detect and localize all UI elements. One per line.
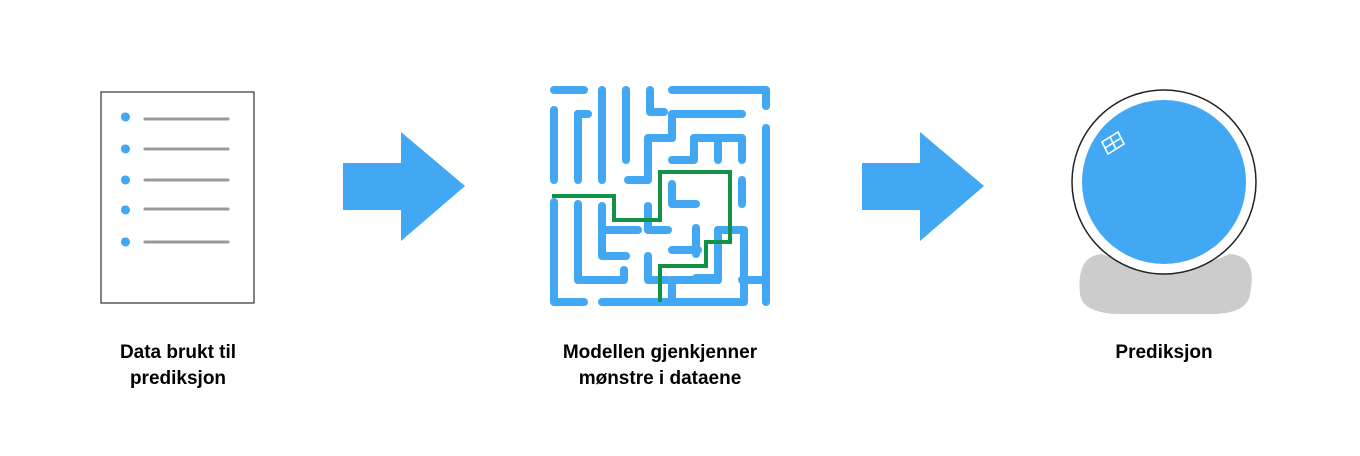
step-data [100, 91, 256, 305]
caption-line: prediksjon [129, 368, 227, 389]
document-list-icon [100, 91, 255, 304]
caption-data: Data brukt til prediksjon [98, 340, 258, 392]
caption-line: Modellen gjenkjenner [562, 342, 758, 363]
arrow-right-icon [343, 132, 465, 241]
caption-model: Modellen gjenkjenner mønstre i dataene [540, 340, 780, 392]
caption-line: Prediksjon [1115, 342, 1213, 363]
caption-line: mønstre i dataene [578, 368, 742, 389]
step-prediction [1066, 86, 1266, 318]
caption-prediction: Prediksjon [1064, 340, 1264, 366]
connector-arrow-1 [343, 132, 467, 242]
maze-icon [550, 86, 770, 306]
caption-line: Data brukt til [119, 342, 237, 363]
step-model [548, 84, 774, 308]
connector-arrow-2 [862, 132, 986, 242]
arrow-right-icon [862, 132, 984, 241]
crystal-ball-icon [1071, 89, 1257, 314]
